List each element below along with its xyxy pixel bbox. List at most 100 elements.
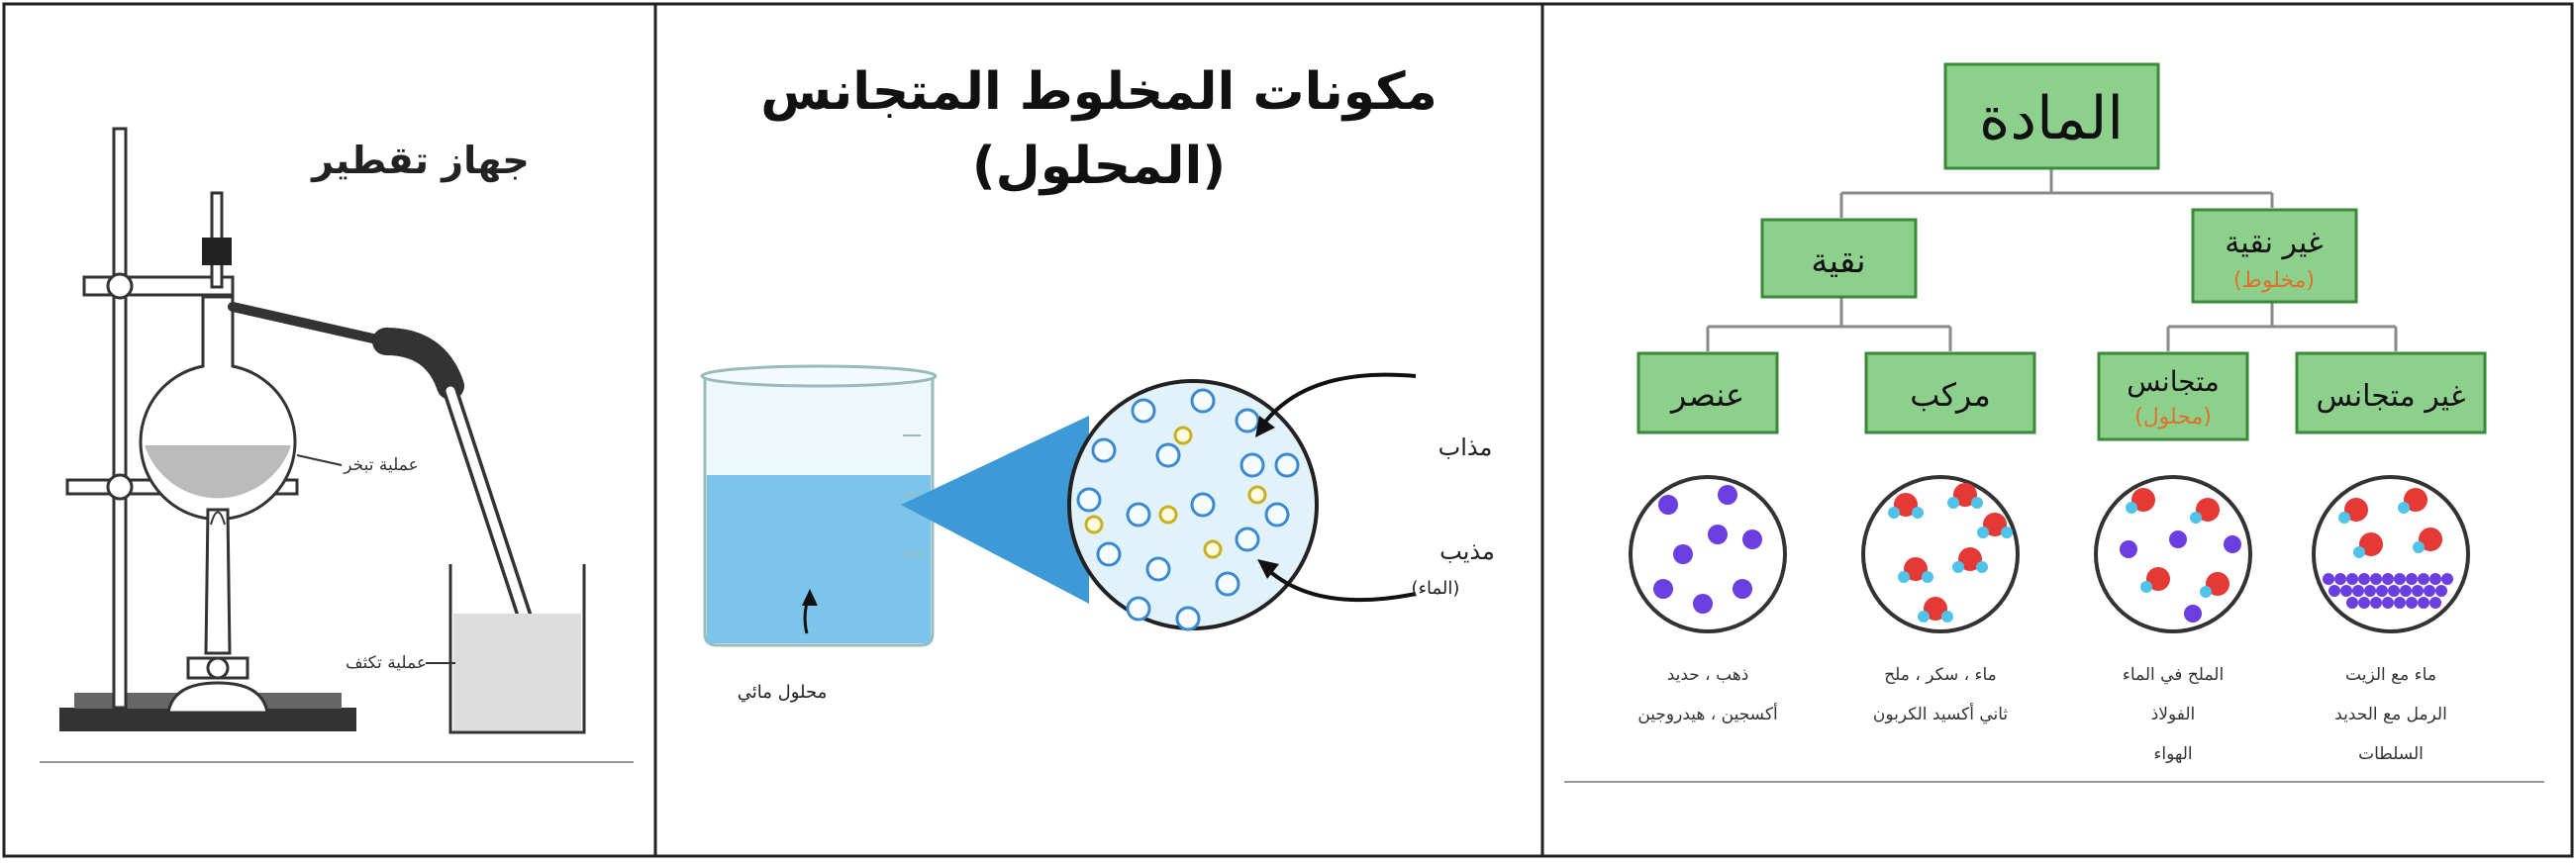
compound-atom — [1952, 561, 1964, 573]
node-heterogeneous-label: غير متجانس — [2316, 379, 2465, 414]
homogeneous-example-1: الملح في الماء — [2123, 665, 2224, 685]
stand-rod — [112, 127, 128, 710]
solvent-molecule — [1091, 437, 1117, 463]
solute-molecule — [1158, 505, 1178, 525]
node-impure — [2191, 208, 2358, 304]
layer-atom — [2429, 597, 2441, 609]
heterogeneous-example-2: الرمل مع الحديد — [2334, 705, 2447, 724]
compound-atom — [1953, 483, 1977, 507]
aqueous-label: محلول مائي — [738, 682, 827, 703]
mixture-atom — [2184, 605, 2202, 623]
compound-atom — [1922, 571, 1933, 583]
stopper — [202, 238, 232, 265]
layer-atom — [2370, 573, 2382, 585]
layer-atom — [2406, 573, 2418, 585]
mixture-molecule — [2131, 488, 2155, 512]
layer-atom — [2382, 573, 2394, 585]
layer-atom — [2328, 585, 2340, 597]
solution-panel: مكونات المخلوط المتجانس (المحلول) مذاب م… — [700, 62, 1495, 703]
distillation-title: جهاز تقطير — [310, 139, 530, 182]
layer-atom — [2346, 573, 2358, 585]
distillation-panel: جهاز تقطير عملية تبخر عملي — [40, 127, 634, 763]
mixture-molecule — [2146, 567, 2170, 591]
solvent-molecule — [1190, 492, 1216, 518]
mixture-molecule — [2140, 581, 2152, 593]
distillate — [453, 614, 581, 730]
solute-label: مذاب — [1438, 433, 1493, 461]
node-compound — [1864, 351, 2036, 434]
node-matter — [1943, 62, 2160, 170]
solvent-molecule — [1175, 606, 1201, 631]
element-atom — [1653, 579, 1673, 599]
layer-atom — [2334, 573, 2346, 585]
tree-connectors — [1706, 168, 2398, 351]
layer-atom — [2370, 597, 2382, 609]
mixture-atom — [2169, 530, 2187, 548]
mixture-molecule — [2126, 502, 2137, 514]
layer-atom — [2358, 597, 2370, 609]
homogeneous-example-2: الفولاذ — [2151, 705, 2196, 724]
clamp-upper-knob — [106, 272, 134, 300]
matter-tree-panel: المادة نقية غير نقية (مخلوط) عنصر مركب م… — [1564, 62, 2544, 783]
node-homogeneous-label: متجانس — [2127, 365, 2220, 398]
layer-molecule — [2338, 512, 2350, 524]
molecules — [1076, 388, 1300, 631]
compound-atom — [1976, 561, 1988, 573]
layer-molecule — [2344, 498, 2368, 522]
solution-title-line1: مكونات المخلوط المتجانس — [760, 62, 1437, 122]
element-atom — [1673, 544, 1693, 564]
compound-atom — [1977, 527, 1989, 538]
solvent-molecule — [1155, 442, 1181, 468]
magnifier-cone — [901, 416, 1089, 604]
layer-atom — [2352, 585, 2364, 597]
solvent-molecule — [1235, 408, 1260, 433]
solvent-molecule — [1235, 527, 1260, 552]
node-heterogeneous — [2295, 351, 2487, 434]
mixture-molecule — [2190, 512, 2202, 524]
solute-molecule — [1084, 515, 1104, 534]
node-matter-label: المادة — [1979, 84, 2124, 153]
layer-atom — [2346, 597, 2358, 609]
burner-flame — [210, 511, 226, 526]
layer-atom — [2424, 585, 2435, 597]
layer-molecule — [2398, 502, 2410, 514]
layer-molecule — [2404, 488, 2427, 512]
compound-atom — [1958, 547, 1982, 571]
solvent-molecule — [1126, 596, 1151, 622]
element-example-2: أكسجين ، هيدروجين — [1637, 703, 1777, 724]
node-homogeneous-note: (محلول) — [2134, 405, 2212, 430]
layer-atom — [2382, 597, 2394, 609]
evaporation-label: عملية تبخر — [343, 455, 418, 475]
solvent-molecule — [1076, 487, 1102, 513]
element-atom — [1693, 594, 1713, 614]
solute-molecule — [1203, 539, 1223, 559]
layer-atom — [2406, 597, 2418, 609]
solvent-note: (الماء) — [1412, 578, 1460, 599]
mixture-molecule — [2200, 586, 2212, 598]
node-element — [1636, 351, 1779, 434]
node-pure-label: نقية — [1811, 241, 1865, 281]
compound-atom — [1947, 497, 1959, 509]
element-atom — [1708, 525, 1728, 544]
element-atom — [1742, 529, 1762, 549]
element-atom — [1718, 485, 1737, 505]
compound-atom — [2001, 527, 2013, 538]
mixture-atom — [2224, 535, 2241, 553]
rubber-tubing — [372, 328, 464, 400]
layer-atom — [2388, 585, 2400, 597]
side-arm — [228, 302, 391, 346]
burner-stem — [204, 508, 232, 655]
compound-atom — [1904, 557, 1928, 581]
layer-atom — [2394, 573, 2406, 585]
compound-example-1: ماء ، سكر ، ملح — [1884, 665, 1997, 685]
mixture-molecule — [2206, 572, 2229, 596]
solvent-arrow — [1265, 567, 1417, 603]
node-compound-label: مركب — [1910, 376, 1990, 414]
solvent-molecule — [1215, 571, 1240, 597]
solution-title-line2: (المحلول) — [972, 137, 1226, 196]
node-homogeneous — [2097, 351, 2249, 441]
compound-atom — [1912, 507, 1924, 519]
compound-example-2: ثاني أكسيد الكربون — [1873, 703, 2009, 724]
flask-liquid — [145, 445, 291, 499]
